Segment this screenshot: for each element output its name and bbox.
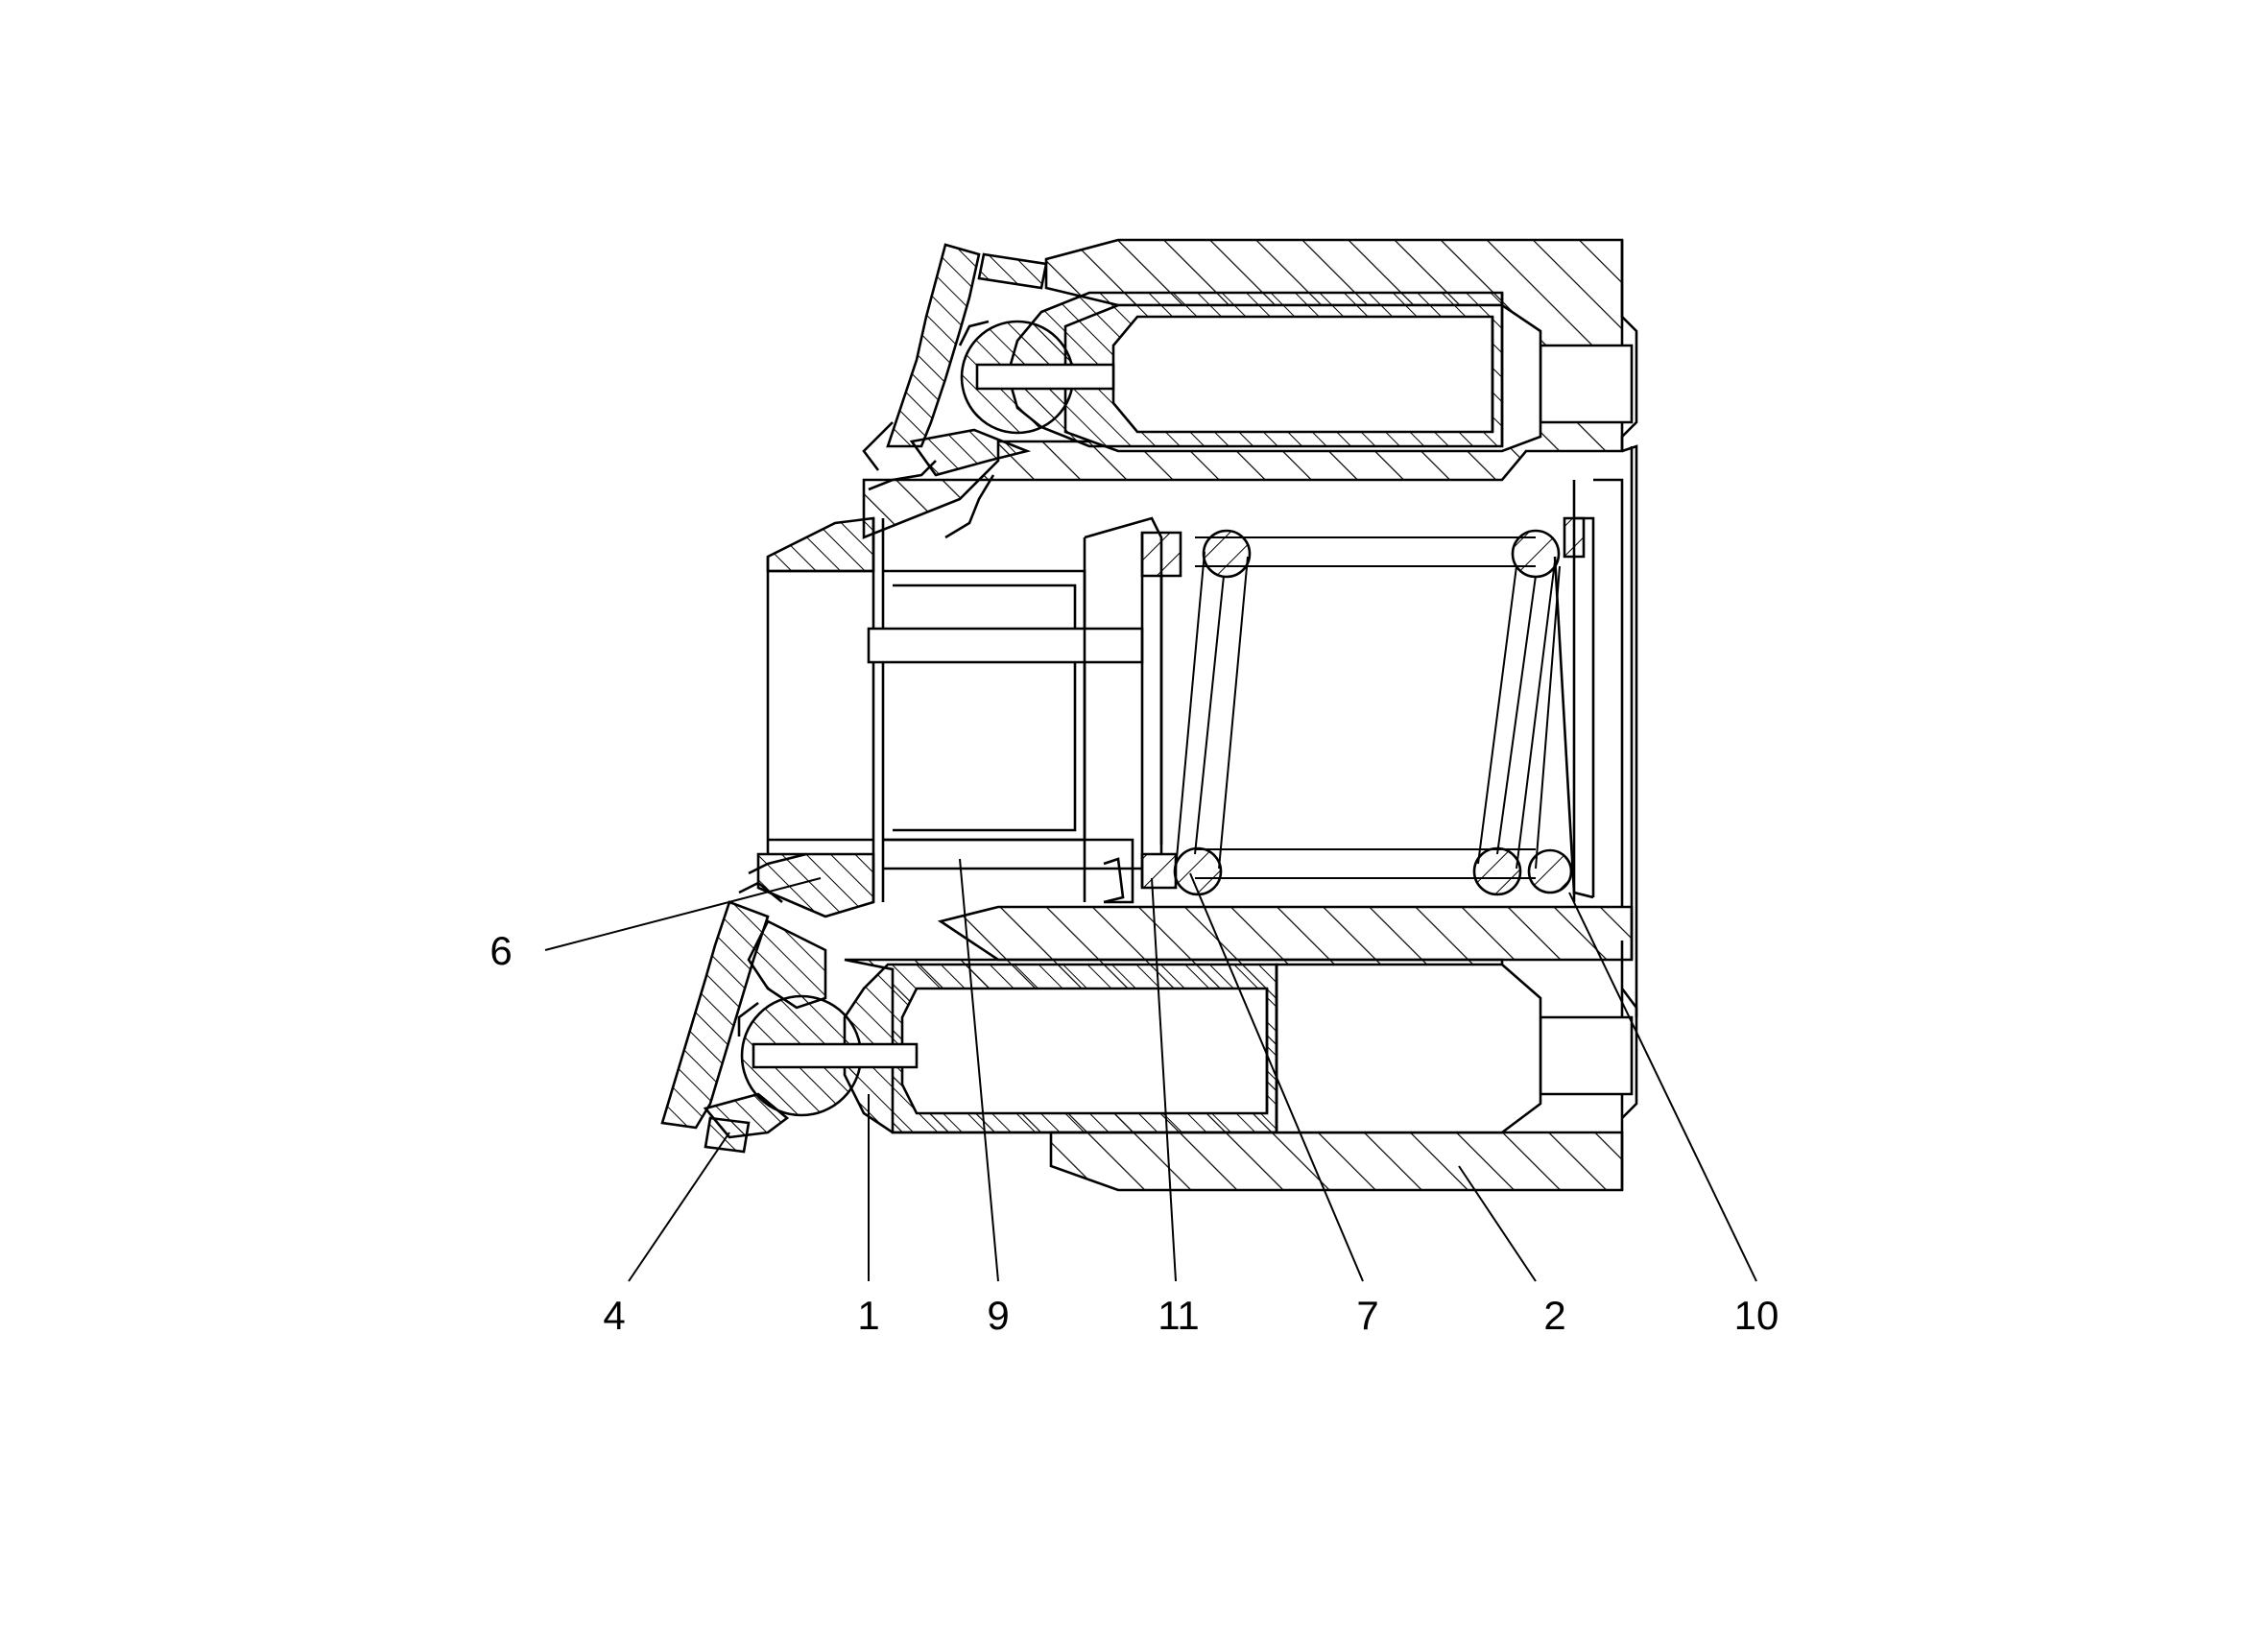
callout-10: 10 — [1734, 1293, 1779, 1338]
callout-4: 4 — [603, 1293, 625, 1338]
lower-slipper — [660, 852, 827, 1154]
leader-lines — [544, 858, 1757, 1282]
callout-6: 6 — [489, 928, 512, 973]
callout-1: 1 — [857, 1293, 879, 1338]
lower-piston — [737, 963, 1278, 1134]
callout-7: 7 — [1356, 1293, 1378, 1338]
callout-9: 9 — [987, 1293, 1009, 1338]
upper-slipper — [862, 243, 1048, 539]
coil-spring — [1173, 529, 1573, 896]
snap-ring — [1553, 516, 1594, 899]
upper-piston — [958, 291, 1504, 448]
callout-2: 2 — [1543, 1293, 1565, 1338]
thrust-washer — [1140, 531, 1182, 890]
callout-11: 11 — [1158, 1293, 1200, 1338]
callout-labels: 6 4 1 9 11 7 2 10 — [489, 928, 1779, 1338]
spring-sleeve — [867, 516, 1163, 904]
center-hub — [756, 516, 885, 918]
